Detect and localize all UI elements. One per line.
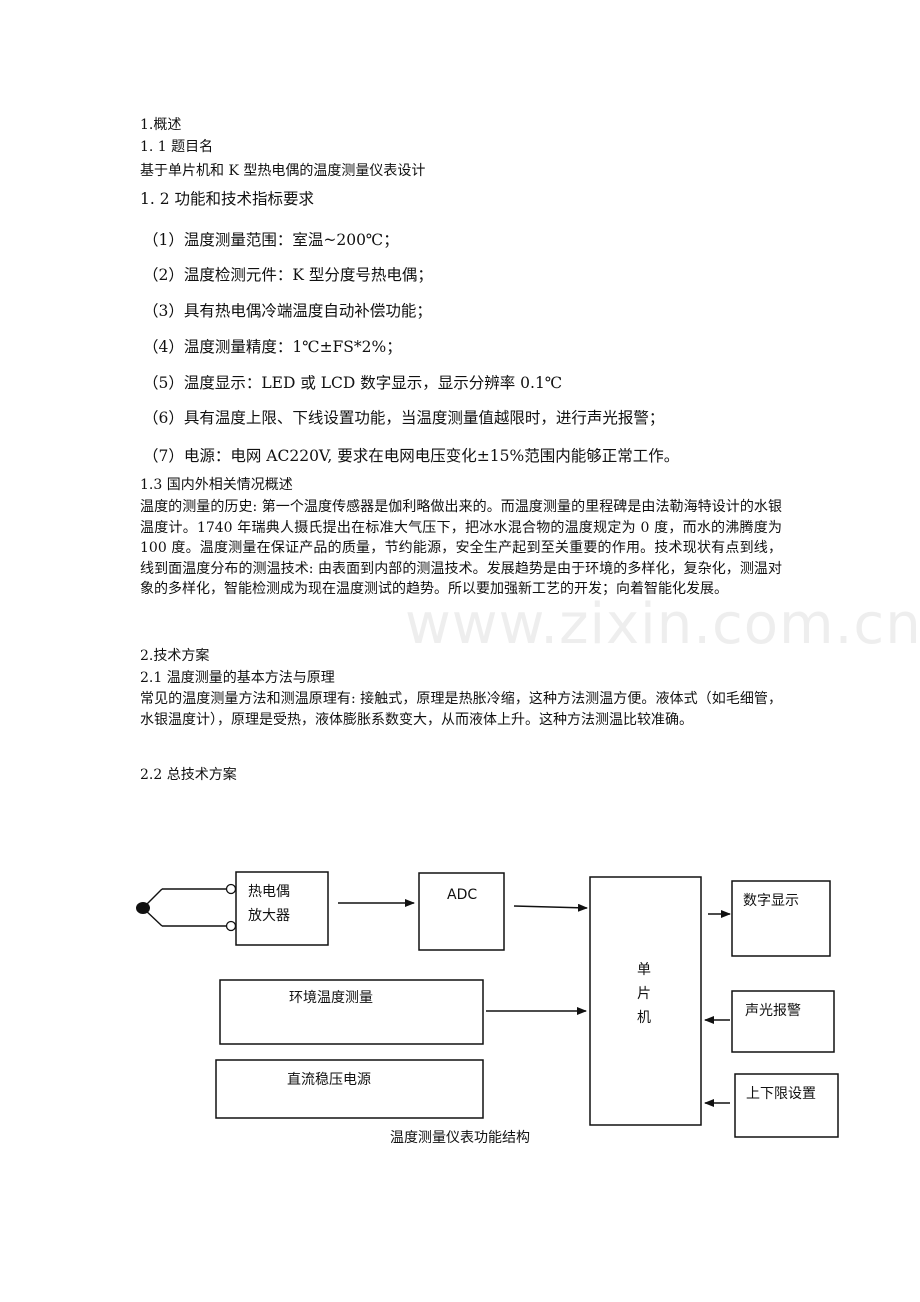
mcu-label-2: 片 bbox=[637, 986, 651, 1002]
limit-box bbox=[734, 1073, 839, 1138]
section-2-title: 2.技术方案 bbox=[140, 648, 210, 664]
mcu-box bbox=[589, 876, 702, 1126]
section-2-1-paragraph: 常见的温度测量方法和测温原理有: 接触式，原理是热胀冷缩，这种方法测温方便。液体… bbox=[140, 691, 782, 728]
thermocouple-amplifier-label-1: 热电偶 bbox=[248, 884, 290, 900]
env-temp-label: 环境温度测量 bbox=[289, 990, 373, 1006]
adc-box bbox=[418, 872, 505, 951]
env-temp-box bbox=[219, 979, 484, 1045]
mcu-label-3: 机 bbox=[637, 1010, 651, 1026]
requirement-item: （7）电源：电网 AC220V, 要求在电网电压变化±15%范围内能够正常工作。 bbox=[143, 447, 680, 465]
alarm-label: 声光报警 bbox=[745, 1003, 801, 1019]
section-1-3-paragraph: 温度的测量的历史: 第一个温度传感器是伽利略做出来的。而温度测量的里程碑是由法勒… bbox=[140, 499, 782, 597]
topic-title: 基于单片机和 K 型热电偶的温度测量仪表设计 bbox=[140, 163, 426, 179]
section-1-title: 1.概述 bbox=[140, 117, 182, 133]
thermocouple-amplifier-label-2: 放大器 bbox=[248, 908, 290, 924]
adc-label: ADC bbox=[447, 887, 477, 903]
section-2-2-title: 2.2 总技术方案 bbox=[140, 767, 237, 783]
section-1-3-title: 1.3 国内外相关情况概述 bbox=[140, 477, 293, 493]
power-box bbox=[215, 1059, 484, 1119]
section-2-1-title: 2.1 温度测量的基本方法与原理 bbox=[140, 670, 335, 686]
arrow-adc-to-mcu bbox=[513, 903, 588, 912]
thermocouple-amplifier-box bbox=[235, 871, 329, 946]
thermocouple-probe bbox=[136, 883, 237, 932]
section-1-1-title: 1. 1 题目名 bbox=[140, 139, 214, 155]
requirement-item: （6）具有温度上限、下线设置功能，当温度测量值越限时，进行声光报警； bbox=[143, 409, 665, 427]
display-label: 数字显示 bbox=[743, 893, 799, 909]
section-1-2-title: 1. 2 功能和技术指标要求 bbox=[140, 190, 315, 208]
requirement-item: （4）温度测量精度：1℃±FS*2%； bbox=[143, 338, 402, 356]
display-box bbox=[731, 880, 831, 957]
requirement-item: （2）温度检测元件：K 型分度号热电偶； bbox=[143, 266, 433, 284]
diagram-caption: 温度测量仪表功能结构 bbox=[390, 1130, 530, 1146]
watermark: www.zixin.com.cn bbox=[405, 592, 920, 657]
limit-label: 上下限设置 bbox=[746, 1086, 816, 1102]
alarm-box bbox=[731, 990, 835, 1053]
mcu-label-1: 单 bbox=[637, 962, 651, 978]
power-label: 直流稳压电源 bbox=[287, 1071, 371, 1088]
requirement-item: （1）温度测量范围：室温~200℃； bbox=[143, 231, 399, 249]
requirement-item: （3）具有热电偶冷端温度自动补偿功能； bbox=[143, 302, 432, 320]
requirement-item: （5）温度显示：LED 或 LCD 数字显示，显示分辨率 0.1℃ bbox=[143, 374, 563, 392]
